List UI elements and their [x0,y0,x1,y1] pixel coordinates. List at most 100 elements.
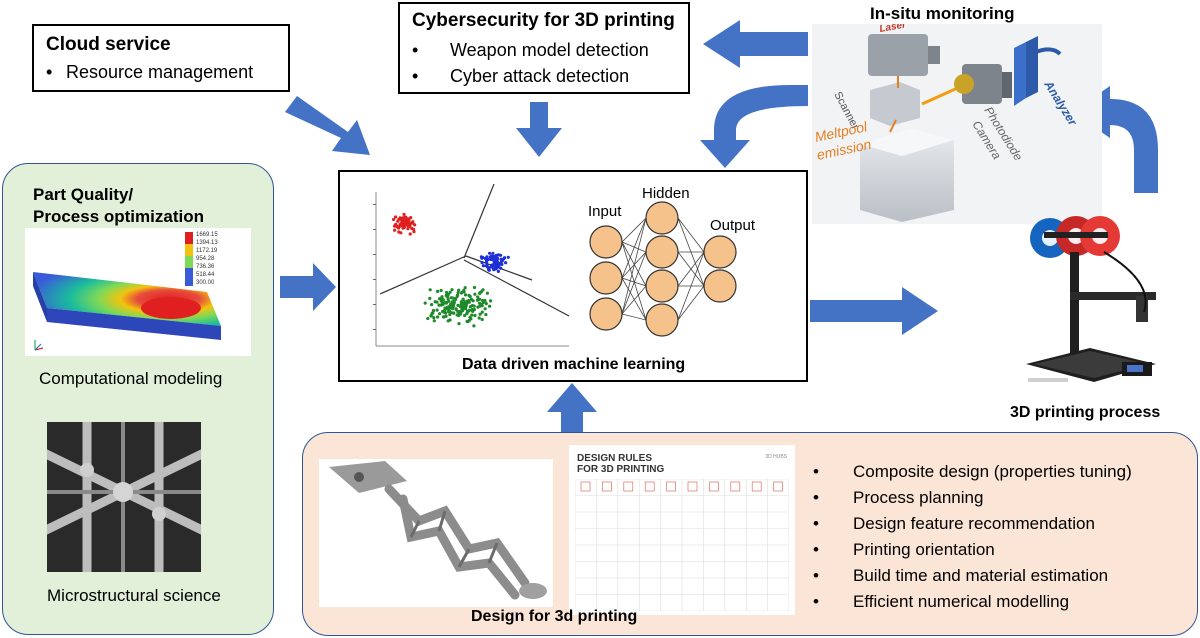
scatter-dot-blue [499,253,503,257]
scatter-dot-green [473,292,477,296]
nn-node [645,201,679,235]
scatter-dot-green [463,307,468,311]
scatter-dot-green [455,294,459,298]
scatter-dot-blue [496,264,500,268]
design-caption: Design for 3d printing [471,608,638,625]
scatter-dot-green [484,302,488,306]
scatter-dot-green [428,288,432,292]
microstructural-science-caption: Microstructural science [47,586,221,605]
scatter-dot-blue [504,261,508,265]
scatter-dot-red [412,227,416,231]
cloud-service-list: Resource management [46,62,276,83]
scatter-dot-green [473,313,477,318]
scatter-dot-blue [481,264,485,268]
colorbar-tick: 954.28 [196,256,215,262]
scatter-dot-green [456,313,460,317]
scatter-dot-blue [480,261,484,265]
nn-node [645,269,679,303]
scatter-dot-green [438,312,442,316]
build-block [860,128,954,222]
scatter-dot-blue [506,255,510,259]
colorbar-tick: 1172.19 [196,248,218,254]
scatter-dot-green [440,302,444,306]
nn-edge [621,241,647,321]
scatter-dot-green [456,303,460,307]
design-item: Process planning [813,485,1132,511]
nn-edge [621,241,647,287]
nn-node [645,303,679,337]
cybersecurity-box: Cybersecurity for 3D printing Weapon mod… [398,2,690,94]
scatter-dot-green [448,309,452,313]
cloud-service-box: Cloud service Resource management [32,24,290,92]
scatter-dot-green [463,304,468,308]
machine-learning-box: Input Hidden Output Data driven machine … [338,170,808,382]
scatter-dot-green [465,319,469,323]
nn-node [589,297,623,331]
scatter-dot-blue [484,259,489,263]
arrow-monitoring-to-cyber [703,20,808,68]
cloud-service-item: Resource management [46,62,276,83]
design-rules-subtitle: FOR 3D PRINTING [577,464,665,475]
nn-node [703,235,737,269]
arrow-cyber-to-ml [516,102,562,157]
printer-frame [1070,252,1079,362]
rules-icon [644,481,655,492]
cloud-service-title: Cloud service [46,34,171,55]
scatter-dot-red [394,222,398,226]
scatter-dot-red [402,212,406,216]
cybersecurity-item: Weapon model detection [412,37,676,63]
nn-node [645,235,679,269]
microstructure-image [47,422,201,572]
design-item: Efficient numerical modelling [813,589,1132,615]
scatter-dot-green [454,307,458,311]
3d-printer-image [1026,216,1156,382]
scatter-dot-green [472,285,477,290]
part-quality-title: Part Quality/ [33,185,134,204]
scatter-dot-blue [492,268,496,272]
rules-icon [709,481,719,492]
scatter-dot-green [478,312,482,316]
scatter-dot-red [398,216,402,220]
scatter-dot-blue [479,255,483,259]
axes-triad-icon [34,340,44,351]
scatter-dot-green [463,313,467,318]
scatter-dot-green [463,293,468,297]
scatter-dot-green [452,311,456,315]
nn-node [589,261,623,295]
cybersecurity-list: Weapon model detection Cyber attack dete… [412,37,676,89]
computational-model-image: 1669.15 1394.13 1172.19 954.28 736.36 51… [25,228,251,356]
rules-icon [730,481,741,492]
scatter-dot-green [457,288,461,292]
scatter-dot-blue [483,256,487,261]
design-rules-brand: 3D HUBS [765,454,787,460]
scatter-dot-green [442,315,446,319]
design-item: Composite design (properties tuning) [813,459,1132,485]
scatter-dot-green [475,298,479,302]
scatter-dot-green [463,286,467,290]
scatter-dot-red [401,222,405,226]
scatter-dot-green [488,304,492,308]
nn-edge [621,313,647,321]
scatter-dot-green [470,308,474,312]
rules-icon [773,481,783,492]
colorbar-tick: 1394.13 [196,240,218,246]
scatter-dot-blue [487,268,491,272]
scatter-dot-green [484,313,488,317]
design-item: Design feature recommendation [813,511,1132,537]
scatter-dot-red [399,231,403,235]
nn-edge [621,285,647,315]
nn-edge [621,217,647,243]
scatter-dot-green [444,300,448,304]
scatter-dot-green [472,304,476,308]
scatter-dot-green [447,299,451,303]
computational-modeling-caption: Computational modeling [39,369,223,388]
scatter-dot-green [432,316,436,320]
analyzer [1014,42,1026,106]
scatter-dot-green [429,314,433,318]
nn-edge [677,217,705,253]
scatter-dot-green [426,316,430,321]
nn-edge [677,251,705,321]
scatter-dot-green [459,305,463,309]
nn-hidden-label: Hidden [642,185,690,202]
scatter-dot-blue [493,265,497,269]
